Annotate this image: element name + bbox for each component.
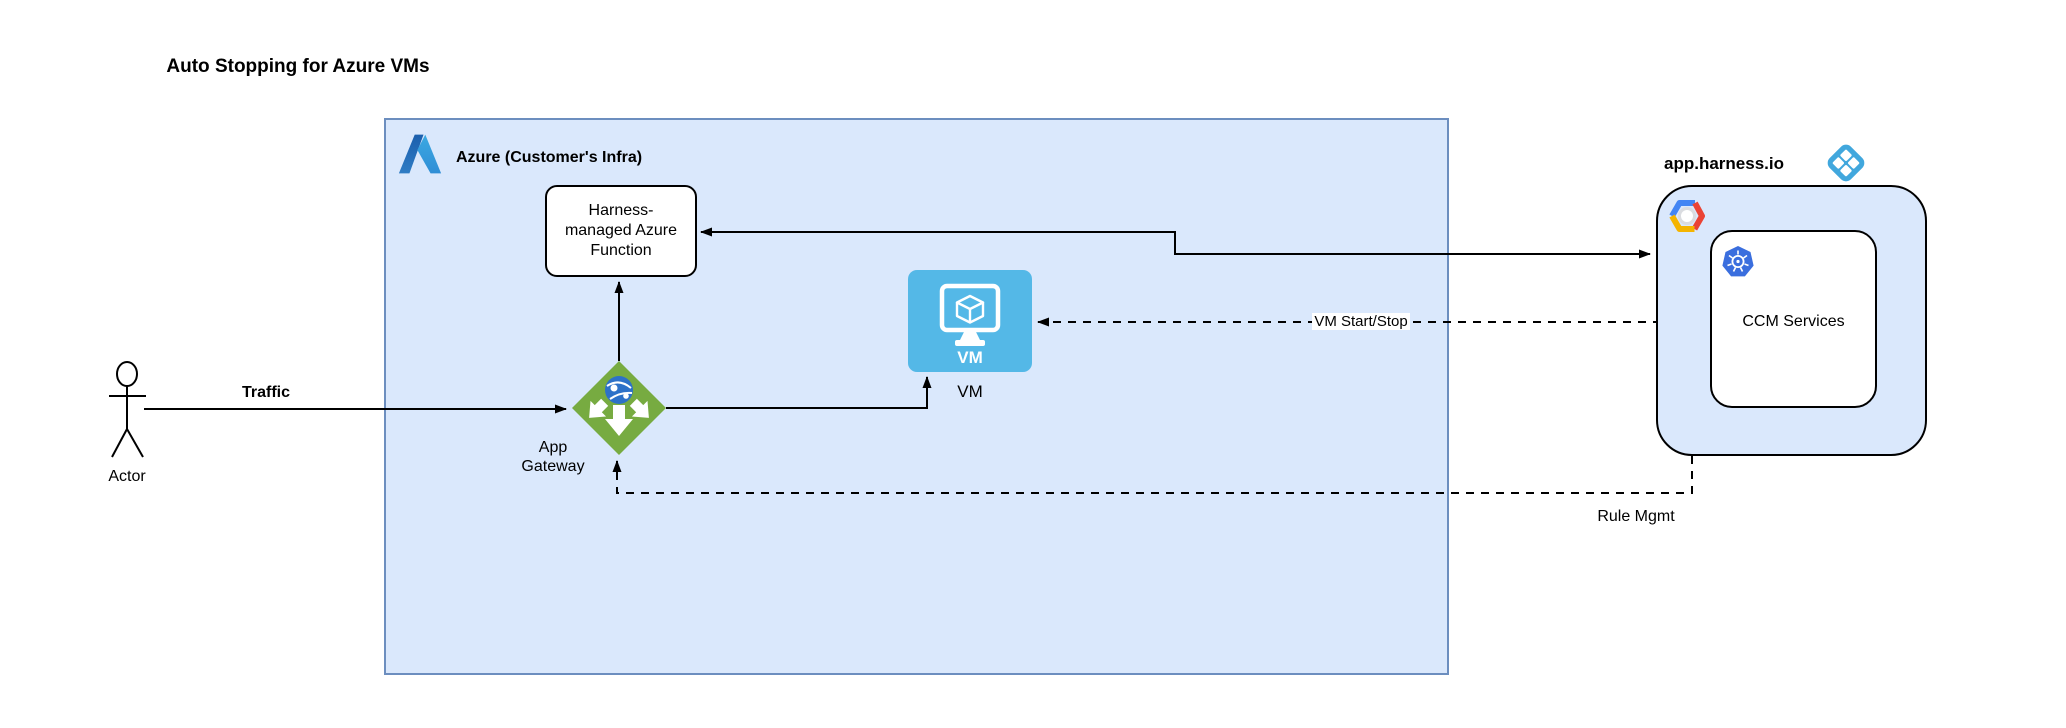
function-harness-arrow <box>700 227 1651 259</box>
vm-icon-label: VM <box>957 348 983 367</box>
traffic-label: Traffic <box>241 384 290 401</box>
azure-vm-icon <box>939 283 1001 346</box>
actor-label: Actor <box>108 468 146 485</box>
azure-logo <box>398 134 442 174</box>
actor-figure <box>109 361 146 458</box>
gcp-logo <box>1669 200 1705 232</box>
ccm-node <box>1710 230 1877 408</box>
ccm-label: CCM Services <box>1742 313 1845 330</box>
azure-group-label: Azure (Customer's Infra) <box>456 149 643 166</box>
harness-logo <box>1827 144 1865 182</box>
kubernetes-logo <box>1722 246 1754 277</box>
vm-label: VM <box>957 382 983 401</box>
vm-start-stop-label: VM Start/Stop <box>1312 313 1410 330</box>
azure-app-gateway-icon <box>572 361 666 455</box>
gateway-vm-arrow <box>666 376 932 409</box>
harness-group-label: app.harness.io <box>1664 154 1784 173</box>
app-gateway-label: App Gateway <box>521 439 585 475</box>
function-label: Harness-managed Azure Function <box>564 202 678 259</box>
vm-node: VM <box>908 270 1032 372</box>
vm-start-stop-arrow <box>1037 258 1658 327</box>
diagram-title: Auto Stopping for Azure VMs <box>166 56 430 77</box>
function-node: Harness-managed Azure Function <box>545 185 697 277</box>
rule-mgmt-label: Rule Mgmt <box>1595 508 1677 525</box>
rule-mgmt-arrow <box>612 456 1693 494</box>
